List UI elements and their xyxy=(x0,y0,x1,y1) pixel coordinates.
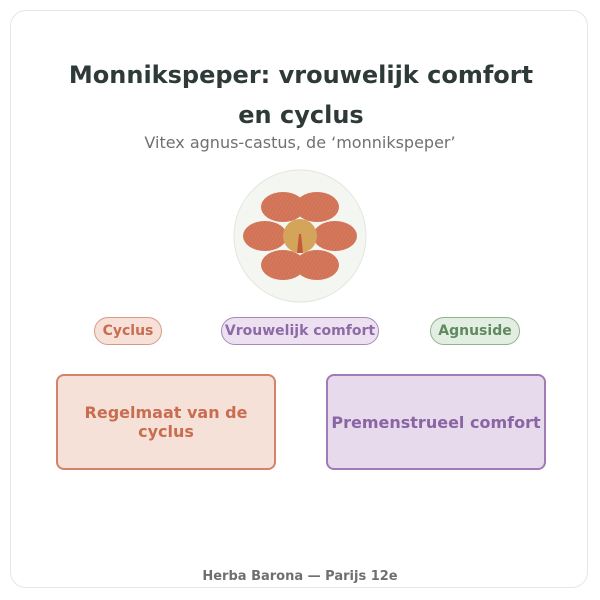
box-premenstrueel-label: Premenstrueel comfort xyxy=(331,412,541,432)
page-title: Monnikspeper: vrouwelijk comfort en cycl… xyxy=(68,61,534,129)
tag-vrouwelijk-comfort: Vrouwelijk comfort xyxy=(221,317,379,345)
infographic-card: Monnikspeper: vrouwelijk comfort en cycl… xyxy=(10,10,588,588)
flower-icon xyxy=(233,169,367,303)
box-regelmaat-cyclus: Regelmaat van de cyclus xyxy=(56,374,276,470)
box-regelmaat-label: Regelmaat van de cyclus xyxy=(84,403,248,441)
tag-cyclus: Cyclus xyxy=(94,317,162,345)
box-premenstrueel-comfort: Premenstrueel comfort xyxy=(326,374,546,470)
tag-agnuside: Agnuside xyxy=(430,317,520,345)
page-subtitle: Vitex agnus-castus, de ‘monnikspeper’ xyxy=(144,133,456,152)
footer-credit: Herba Barona — Parijs 12e xyxy=(202,569,398,584)
